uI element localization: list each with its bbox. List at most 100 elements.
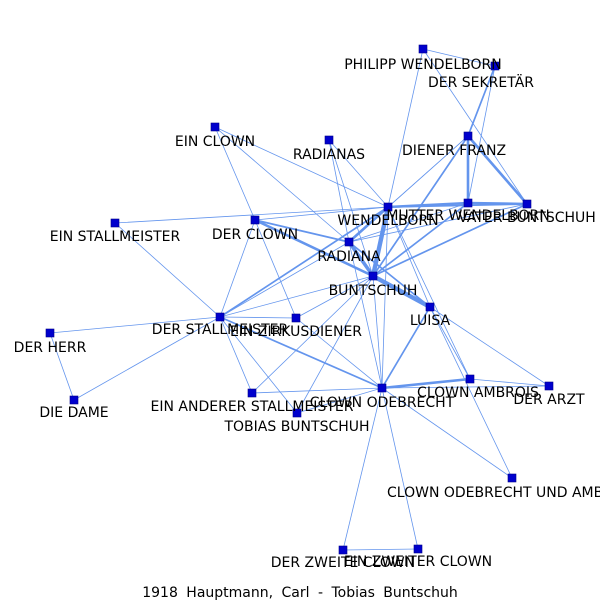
node-label-der_arzt: DER ARZT: [513, 392, 585, 408]
node-label-mutter_wendelborn: MUTTER WENDELBORN: [386, 208, 549, 224]
edge-luisa-der_arzt: [429, 306, 550, 387]
edge-clown_odebrecht-der_zweite_clown: [342, 387, 383, 551]
edge-ein_stallmeister-wendelborn: [114, 206, 389, 224]
edge-wendelborn-radiana: [347, 205, 390, 244]
node-label-tobias: TOBIAS BUNTSCHUH: [223, 419, 369, 435]
node-label-radiana: RADIANA: [317, 249, 381, 265]
node-odebrecht_und_ambrois: [507, 473, 517, 483]
edge-diener_franz-vater_buntschuh: [466, 134, 529, 206]
node-vater_buntschuh: [522, 199, 532, 209]
edge-wendelborn-der_stallmeister: [219, 206, 389, 318]
node-diener_franz: [463, 131, 473, 141]
node-luisa: [425, 302, 435, 312]
edge-der_stallmeister-tobias: [219, 316, 298, 414]
node-der_zweite_clown: [338, 545, 348, 555]
edge-der_clown-wendelborn: [254, 206, 389, 221]
node-ein_clown: [210, 122, 220, 132]
node-label-ein_zweiter_clown: EIN ZWEITER CLOWN: [344, 554, 492, 570]
edge-radiana-der_stallmeister: [219, 241, 350, 318]
edge-vater_buntschuh-wendelborn: [387, 203, 528, 208]
node-tobias: [292, 408, 302, 418]
edge-wendelborn-clown_ambrois: [387, 206, 471, 380]
node-der_clown: [250, 215, 260, 225]
node-label-wendelborn: WENDELBORN: [337, 213, 438, 229]
edge-ein_clown-wendelborn: [214, 126, 389, 208]
edge-luisa-clown_odebrecht: [381, 306, 431, 389]
figure-caption: 1918 Hauptmann, Carl - Tobias Buntschuh: [142, 585, 458, 600]
edge-der_herr-die_dame: [49, 332, 75, 401]
node-label-ein_clown: EIN CLOWN: [175, 134, 255, 150]
edge-luisa-odebrecht_und_ambrois: [429, 306, 513, 479]
node-mutter_wendelborn: [463, 198, 473, 208]
node-radianas: [324, 135, 334, 145]
node-label-luisa: LUISA: [410, 313, 451, 329]
node-ein_stallmeister: [110, 218, 120, 228]
edge-luisa-clown_ambrois: [429, 306, 471, 380]
edge-der_clown-buntschuh: [253, 218, 375, 278]
edge-buntschuh-zirkusdiener: [295, 275, 374, 319]
node-label-der_zweite_clown: DER ZWEITE CLOWN: [271, 555, 415, 571]
node-sekretaer: [490, 61, 500, 71]
node-label-die_dame: DIE DAME: [39, 405, 108, 421]
edge-buntschuh-clown_odebrecht: [372, 275, 383, 389]
edge-ein_clown-der_clown: [214, 126, 256, 221]
edge-vater_buntschuh-radiana: [348, 203, 528, 243]
edges-layer: [49, 48, 550, 551]
edge-wendelborn-clown_odebrecht: [381, 206, 389, 389]
edge-radiana-clown_odebrecht: [348, 241, 383, 389]
edge-buntschuh-der_stallmeister: [219, 275, 374, 318]
node-buntschuh: [368, 271, 378, 281]
node-der_stallmeister: [215, 312, 225, 322]
node-label-zirkusdiener: EIN ZIRKUSDIENER: [230, 324, 362, 340]
edge-sekretaer-diener_franz: [467, 65, 496, 137]
edge-anderer_stallmeister-clown_odebrecht: [251, 387, 383, 394]
node-ein_zweiter_clown: [413, 544, 423, 554]
edge-zirkusdiener-clown_odebrecht: [295, 317, 383, 389]
node-label-diener_franz: DIENER FRANZ: [402, 143, 506, 159]
edge-der_stallmeister-der_herr: [49, 316, 221, 334]
edge-buntschuh-anderer_stallmeister: [251, 275, 374, 394]
node-der_herr: [45, 328, 55, 338]
edge-radianas-wendelborn: [328, 139, 389, 208]
edge-clown_odebrecht-der_arzt: [381, 385, 550, 389]
node-clown_odebrecht: [377, 383, 387, 393]
edge-philipp-vater_buntschuh: [422, 48, 528, 205]
edge-der_clown-der_stallmeister: [219, 219, 256, 318]
node-label-ein_stallmeister: EIN STALLMEISTER: [50, 229, 181, 245]
node-der_arzt: [544, 381, 554, 391]
node-philipp: [418, 44, 428, 54]
node-zirkusdiener: [291, 313, 301, 323]
node-label-philipp: PHILIPP WENDELBORN: [344, 57, 502, 73]
edge-philipp-sekretaer: [422, 48, 496, 67]
edge-wendelborn-buntschuh: [370, 204, 391, 279]
node-label-der_clown: DER CLOWN: [212, 227, 298, 243]
node-radiana: [344, 237, 354, 247]
edge-radianas-buntschuh: [328, 139, 374, 277]
node-label-vater_buntschuh: VATER BUNTSCHUH: [458, 210, 596, 226]
edge-der_stallmeister-anderer_stallmeister: [219, 316, 253, 394]
nodes-layer: [45, 44, 554, 555]
edge-ein_clown-radiana: [214, 126, 350, 243]
node-label-anderer_stallmeister: EIN ANDERER STALLMEISTER: [151, 399, 354, 415]
node-die_dame: [69, 395, 79, 405]
edge-buntschuh-luisa: [370, 273, 433, 310]
edge-vater_buntschuh-buntschuh: [372, 203, 528, 277]
node-label-der_herr: DER HERR: [14, 340, 87, 356]
node-label-radianas: RADIANAS: [293, 147, 365, 163]
edge-der_stallmeister-die_dame: [73, 316, 221, 401]
edge-radiana-luisa: [348, 241, 431, 308]
node-label-clown_odebrecht: CLOWN ODEBRECHT: [310, 395, 455, 411]
edge-radiana-buntschuh: [347, 240, 375, 278]
edge-tobias-clown_odebrecht: [296, 387, 383, 414]
edge-clown_odebrecht-ein_zweiter_clown: [381, 387, 419, 550]
node-wendelborn: [383, 202, 393, 212]
node-anderer_stallmeister: [247, 388, 257, 398]
edge-der_stallmeister-clown_odebrecht: [219, 316, 383, 389]
edge-der_clown-zirkusdiener: [254, 219, 297, 319]
edge-der_stallmeister-zirkusdiener: [219, 316, 297, 319]
edge-mutter_wendelborn-buntschuh: [372, 202, 469, 277]
edge-der_clown-radiana: [254, 219, 350, 243]
node-label-der_stallmeister: DER STALLMEISTER: [152, 322, 289, 338]
edge-der_zweite_clown-ein_zweiter_clown: [342, 548, 419, 551]
